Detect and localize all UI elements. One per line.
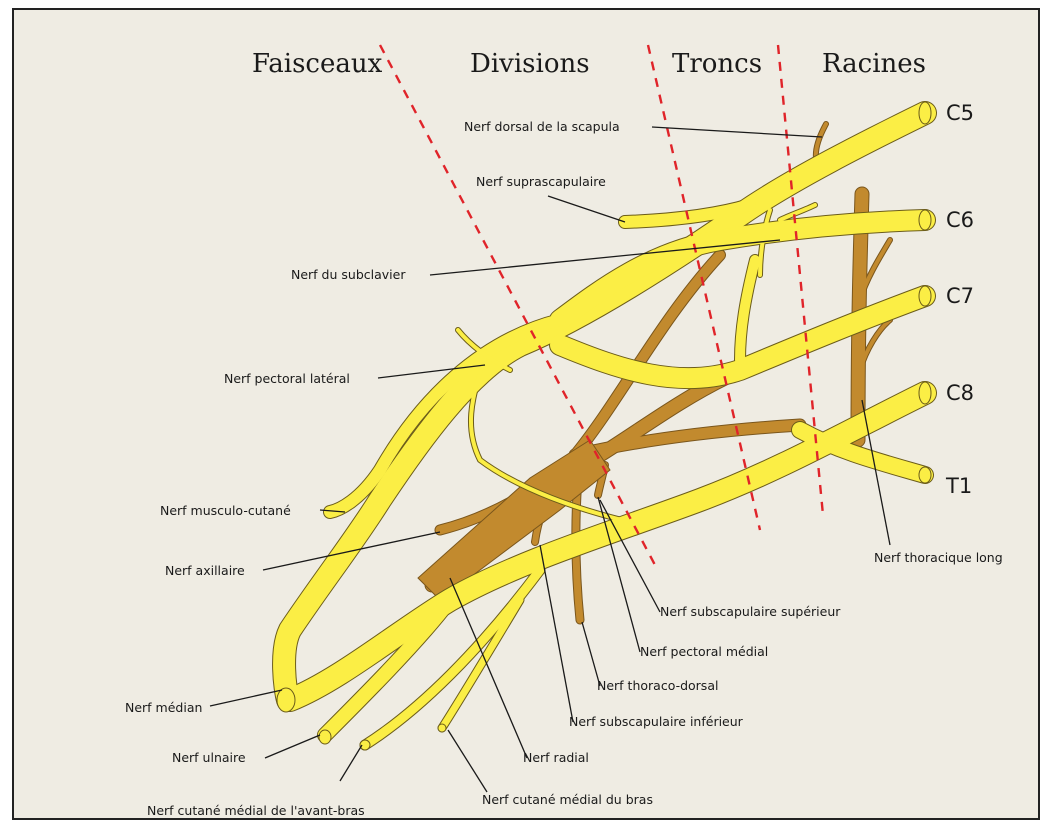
label-cutane-avant-bras: Nerf cutané médial de l'avant-bras xyxy=(147,803,365,818)
label-thoracique-long: Nerf thoracique long xyxy=(874,550,1003,565)
label-median: Nerf médian xyxy=(125,700,202,715)
root-c6: C6 xyxy=(946,208,974,232)
root-c8: C8 xyxy=(946,381,974,405)
header-divisions: Divisions xyxy=(470,49,590,79)
header-racines: Racines xyxy=(822,49,926,79)
label-axillaire: Nerf axillaire xyxy=(165,563,245,578)
label-pectoral-medial: Nerf pectoral médial xyxy=(640,644,768,659)
label-radial: Nerf radial xyxy=(523,750,589,765)
label-thoraco-dorsal: Nerf thoraco-dorsal xyxy=(597,678,718,693)
label-subclavier: Nerf du subclavier xyxy=(291,267,406,282)
label-dorsal-scapula: Nerf dorsal de la scapula xyxy=(464,119,620,134)
label-subscap-inf: Nerf subscapulaire inférieur xyxy=(569,714,744,729)
label-pectoral-lateral: Nerf pectoral latéral xyxy=(224,371,350,386)
label-subscap-sup: Nerf subscapulaire supérieur xyxy=(660,604,841,619)
label-musculo-cutane: Nerf musculo-cutané xyxy=(160,503,291,518)
root-c7: C7 xyxy=(946,284,974,308)
root-c5: C5 xyxy=(946,101,974,125)
label-suprascapulaire: Nerf suprascapulaire xyxy=(476,174,606,189)
label-ulnaire: Nerf ulnaire xyxy=(172,750,246,765)
root-t1: T1 xyxy=(945,474,972,498)
label-cutane-bras: Nerf cutané médial du bras xyxy=(482,792,653,807)
header-troncs: Troncs xyxy=(672,49,762,79)
header-faisceaux: Faisceaux xyxy=(252,49,383,79)
